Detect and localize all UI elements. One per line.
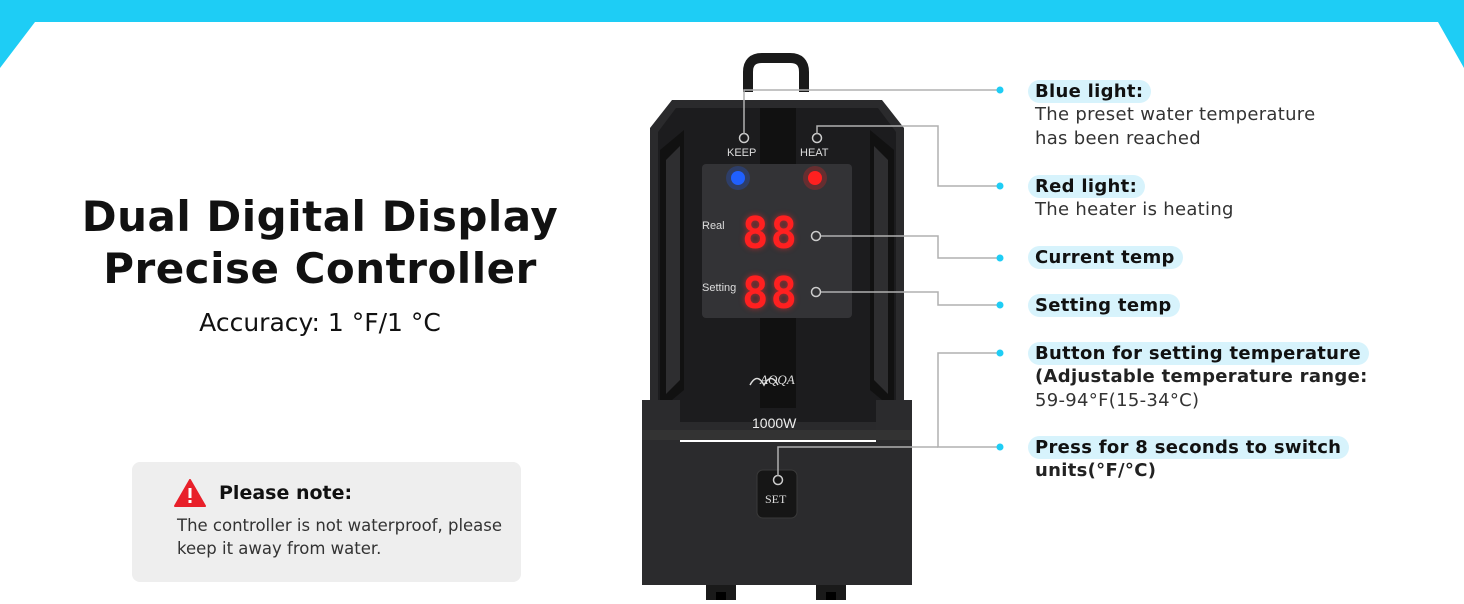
controller-body [642, 53, 912, 600]
note-title: Please note: [219, 482, 353, 504]
warning-triangle-icon [174, 479, 206, 507]
headline-line1: Dual Digital Display [81, 192, 559, 241]
top-banner [0, 0, 1464, 68]
callout-blue-light: Blue light: The preset water temperature… [1028, 80, 1316, 151]
power-label: 1000W [752, 415, 797, 431]
callout-current-temp: Current temp [1028, 246, 1183, 269]
set-button[interactable]: SET [765, 492, 787, 506]
callout-title: Red light: [1028, 175, 1146, 198]
callout-title: Blue light: [1028, 80, 1152, 103]
callout-desc: The preset water temperature [1035, 104, 1316, 125]
callout-title: Button for setting temperature [1028, 342, 1369, 365]
callout-set-button: Button for setting temperature (Adjustab… [1028, 342, 1369, 413]
note-body: The controller is not waterproof, please… [177, 516, 503, 558]
heat-label: HEAT [800, 147, 829, 159]
real-temp-display: 88 [742, 208, 799, 259]
note-box: Please note: The controller is not water… [132, 462, 521, 582]
callout-desc: The heater is heating [1035, 199, 1234, 220]
callout-red-light: Red light: The heater is heating [1028, 175, 1234, 222]
callout-desc: units(°F/°C) [1035, 460, 1157, 481]
callout-desc: 59-94°F(15-34°C) [1035, 390, 1200, 411]
callout-title: Setting temp [1028, 294, 1180, 317]
accuracy-text: Accuracy: 1 °F/1 °C [199, 308, 441, 337]
real-label: Real [702, 220, 725, 232]
callout-press-switch: Press for 8 seconds to switch units(°F/°… [1028, 436, 1350, 483]
setting-temp-display: 88 [742, 268, 799, 319]
callout-desc: (Adjustable temperature range: [1035, 366, 1368, 387]
callout-title: Current temp [1028, 246, 1183, 269]
brand-logo: AQQA [760, 372, 795, 387]
keep-label: KEEP [727, 147, 757, 159]
heater-controller: KEEP HEAT Real Setting 88 88 AQQA 1000W … [620, 50, 940, 600]
callout-setting-temp: Setting temp [1028, 294, 1180, 317]
setting-label: Setting [702, 282, 737, 294]
callout-title: Press for 8 seconds to switch [1028, 436, 1350, 459]
headline-line2: Precise Controller [103, 244, 537, 293]
callout-desc: has been reached [1035, 128, 1201, 149]
